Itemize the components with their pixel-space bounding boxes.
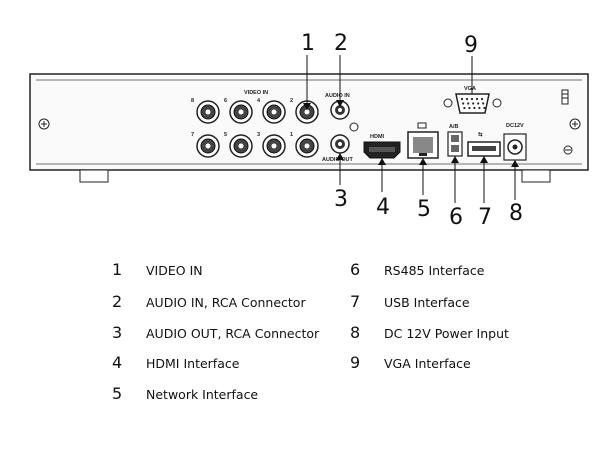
- legend-label: AUDIO OUT, RCA Connector: [146, 326, 320, 341]
- vga-pin: [460, 97, 464, 101]
- legend-label: VIDEO IN: [146, 263, 203, 278]
- bnc-port-number: 8: [191, 98, 194, 104]
- callout-4: 4: [376, 195, 390, 220]
- vga-pin: [478, 106, 481, 110]
- legend-item: 5 Network Interface: [112, 384, 258, 404]
- legend-number: 9: [350, 353, 361, 372]
- legend-item: 4 HDMI Interface: [112, 353, 239, 373]
- bnc-pin: [238, 143, 244, 149]
- hdmi-panel-label: HDMI: [370, 134, 385, 140]
- vga-pin: [482, 102, 485, 105]
- dc12v-panel-label: DC12V: [506, 123, 524, 129]
- bnc-pin: [271, 143, 277, 149]
- usb-icon: ⇆: [478, 130, 483, 138]
- callout-5: 5: [417, 197, 431, 222]
- dc-power-port: [503, 133, 527, 161]
- callout-8: 8: [509, 201, 523, 226]
- legend-number: 6: [350, 260, 361, 279]
- vga-pin: [470, 97, 474, 101]
- legend-number: 4: [112, 353, 123, 372]
- bnc-port-number: 1: [290, 132, 293, 138]
- legend-label: VGA Interface: [384, 356, 471, 371]
- vga-panel-label: VGA: [464, 86, 476, 92]
- legend-label: AUDIO IN, RCA Connector: [146, 295, 306, 310]
- callout-9: 9: [464, 33, 478, 58]
- vga-pin: [468, 106, 471, 110]
- vga-pin: [475, 97, 479, 101]
- bnc-pin: [238, 109, 244, 115]
- hdmi-port: [363, 141, 401, 159]
- callout-6: 6: [449, 205, 463, 230]
- bnc-port-number: 4: [257, 98, 261, 104]
- legend-label: HDMI Interface: [146, 356, 240, 371]
- bnc-port-number: 6: [224, 98, 227, 104]
- legend-number: 8: [350, 323, 361, 342]
- legend-label: DC 12V Power Input: [384, 326, 509, 341]
- callout-7: 7: [478, 205, 492, 230]
- legend-number: 2: [112, 292, 123, 311]
- bnc-port-number: 7: [191, 132, 194, 138]
- bnc-pin: [271, 109, 277, 115]
- legend-label: Network Interface: [146, 387, 259, 402]
- device-chassis: [29, 73, 589, 183]
- leader-arrowheads: [303, 100, 519, 167]
- vga-pin: [472, 102, 475, 105]
- vga-pin: [465, 97, 469, 101]
- legend-number: 7: [350, 292, 361, 311]
- alarm-screw-icon: [349, 122, 359, 132]
- vga-pin: [473, 106, 476, 110]
- legend-item: 3 AUDIO OUT, RCA Connector: [112, 323, 319, 343]
- legend-number: 5: [112, 384, 123, 403]
- legend-item: 8 DC 12V Power Input: [350, 323, 509, 343]
- bnc-pin: [205, 143, 211, 149]
- bnc-port-number: 3: [257, 132, 260, 138]
- legend-item: 6 RS485 Interface: [350, 260, 484, 280]
- legend-item: 9 VGA Interface: [350, 353, 471, 373]
- legend: 1 VIDEO IN 2 AUDIO IN, RCA Connector 3 A…: [0, 250, 613, 460]
- callout-3: 3: [334, 187, 348, 212]
- vga-pin: [477, 102, 480, 105]
- legend-item: 7 USB Interface: [350, 292, 470, 312]
- video-in-connectors: 8 6 4 2 7 5 3 1: [191, 98, 319, 158]
- bnc-port-number: 2: [290, 98, 293, 104]
- bnc-port-number: 5: [224, 132, 227, 138]
- vga-pin: [462, 102, 465, 105]
- callout-2: 2: [334, 31, 348, 56]
- network-port: [407, 122, 439, 159]
- vga-pin: [480, 97, 484, 101]
- usb-port: [467, 141, 501, 157]
- callout-1: 1: [301, 31, 315, 56]
- legend-label: USB Interface: [384, 295, 470, 310]
- rs485-panel-label: A/B: [449, 124, 459, 130]
- vga-port: [443, 93, 502, 114]
- vga-pin: [463, 106, 466, 110]
- bnc-pin: [205, 109, 211, 115]
- legend-item: 2 AUDIO IN, RCA Connector: [112, 292, 306, 312]
- legend-number: 3: [112, 323, 123, 342]
- audio-in-panel-label: AUDIO IN: [325, 93, 350, 99]
- bnc-pin: [304, 109, 310, 115]
- rs485-port: [447, 131, 463, 157]
- bnc-pin: [304, 143, 310, 149]
- video-in-panel-label: VIDEO IN: [244, 90, 268, 96]
- audio-out-connector: [330, 134, 350, 154]
- legend-label: RS485 Interface: [384, 263, 485, 278]
- vga-pin: [483, 106, 486, 110]
- legend-number: 1: [112, 260, 123, 279]
- legend-item: 1 VIDEO IN: [112, 260, 203, 280]
- vga-pin: [467, 102, 470, 105]
